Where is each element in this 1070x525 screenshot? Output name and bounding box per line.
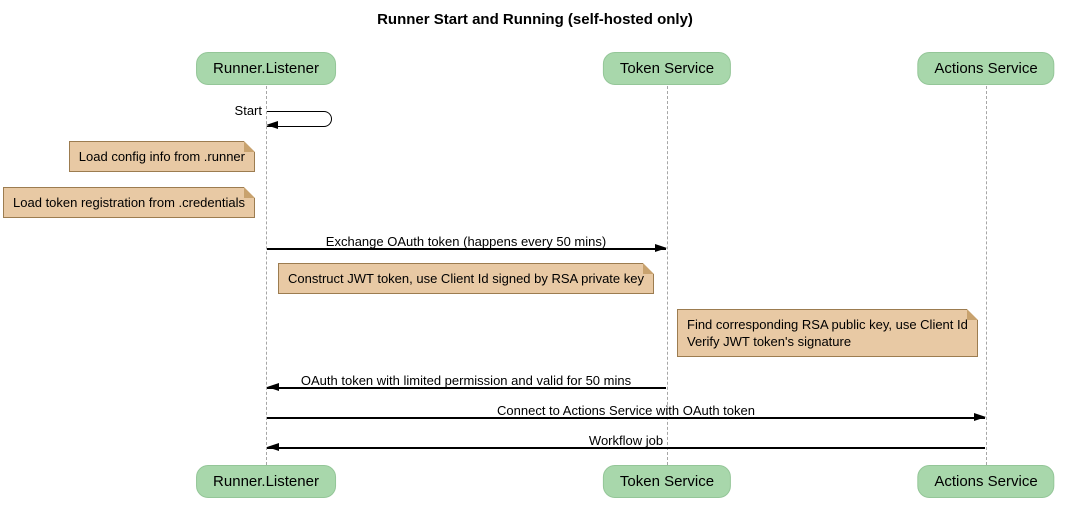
lifeline-token-service bbox=[667, 86, 668, 465]
note-load-config: Load config info from .runner bbox=[68, 141, 256, 172]
note-construct-jwt: Construct JWT token, use Client Id signe… bbox=[278, 263, 654, 294]
arrowhead-right-icon bbox=[974, 413, 986, 421]
message-label-start: Start bbox=[234, 103, 262, 118]
message-line bbox=[267, 447, 985, 449]
actor-top-token-service: Token Service bbox=[602, 52, 732, 85]
arrowhead-left-icon bbox=[267, 443, 279, 451]
actor-top-runner-listener: Runner.Listener bbox=[196, 52, 336, 85]
self-message-loop bbox=[267, 111, 332, 127]
note-load-token-registration: Load token registration from .credential… bbox=[3, 187, 255, 218]
actor-bottom-runner-listener: Runner.Listener bbox=[196, 465, 336, 498]
lifeline-actions-service bbox=[986, 86, 987, 465]
message-label-workflow-job: Workflow job bbox=[588, 433, 664, 448]
message-line bbox=[267, 417, 985, 419]
actor-bottom-actions-service: Actions Service bbox=[917, 465, 1055, 498]
lifeline-runner-listener bbox=[266, 86, 267, 465]
actor-bottom-token-service: Token Service bbox=[602, 465, 732, 498]
message-label-exchange-oauth: Exchange OAuth token (happens every 50 m… bbox=[325, 234, 607, 249]
actor-top-actions-service: Actions Service bbox=[917, 52, 1055, 85]
arrowhead-right-icon bbox=[655, 244, 667, 252]
message-line bbox=[267, 387, 666, 389]
arrowhead-left-icon bbox=[266, 121, 278, 129]
arrowhead-left-icon bbox=[267, 383, 279, 391]
message-label-connect-actions: Connect to Actions Service with OAuth to… bbox=[497, 403, 755, 418]
note-verify-jwt: Find corresponding RSA public key, use C… bbox=[677, 309, 978, 357]
diagram-title: Runner Start and Running (self-hosted on… bbox=[377, 11, 693, 28]
message-line bbox=[267, 248, 666, 250]
message-label-oauth-return: OAuth token with limited permission and … bbox=[300, 373, 632, 388]
